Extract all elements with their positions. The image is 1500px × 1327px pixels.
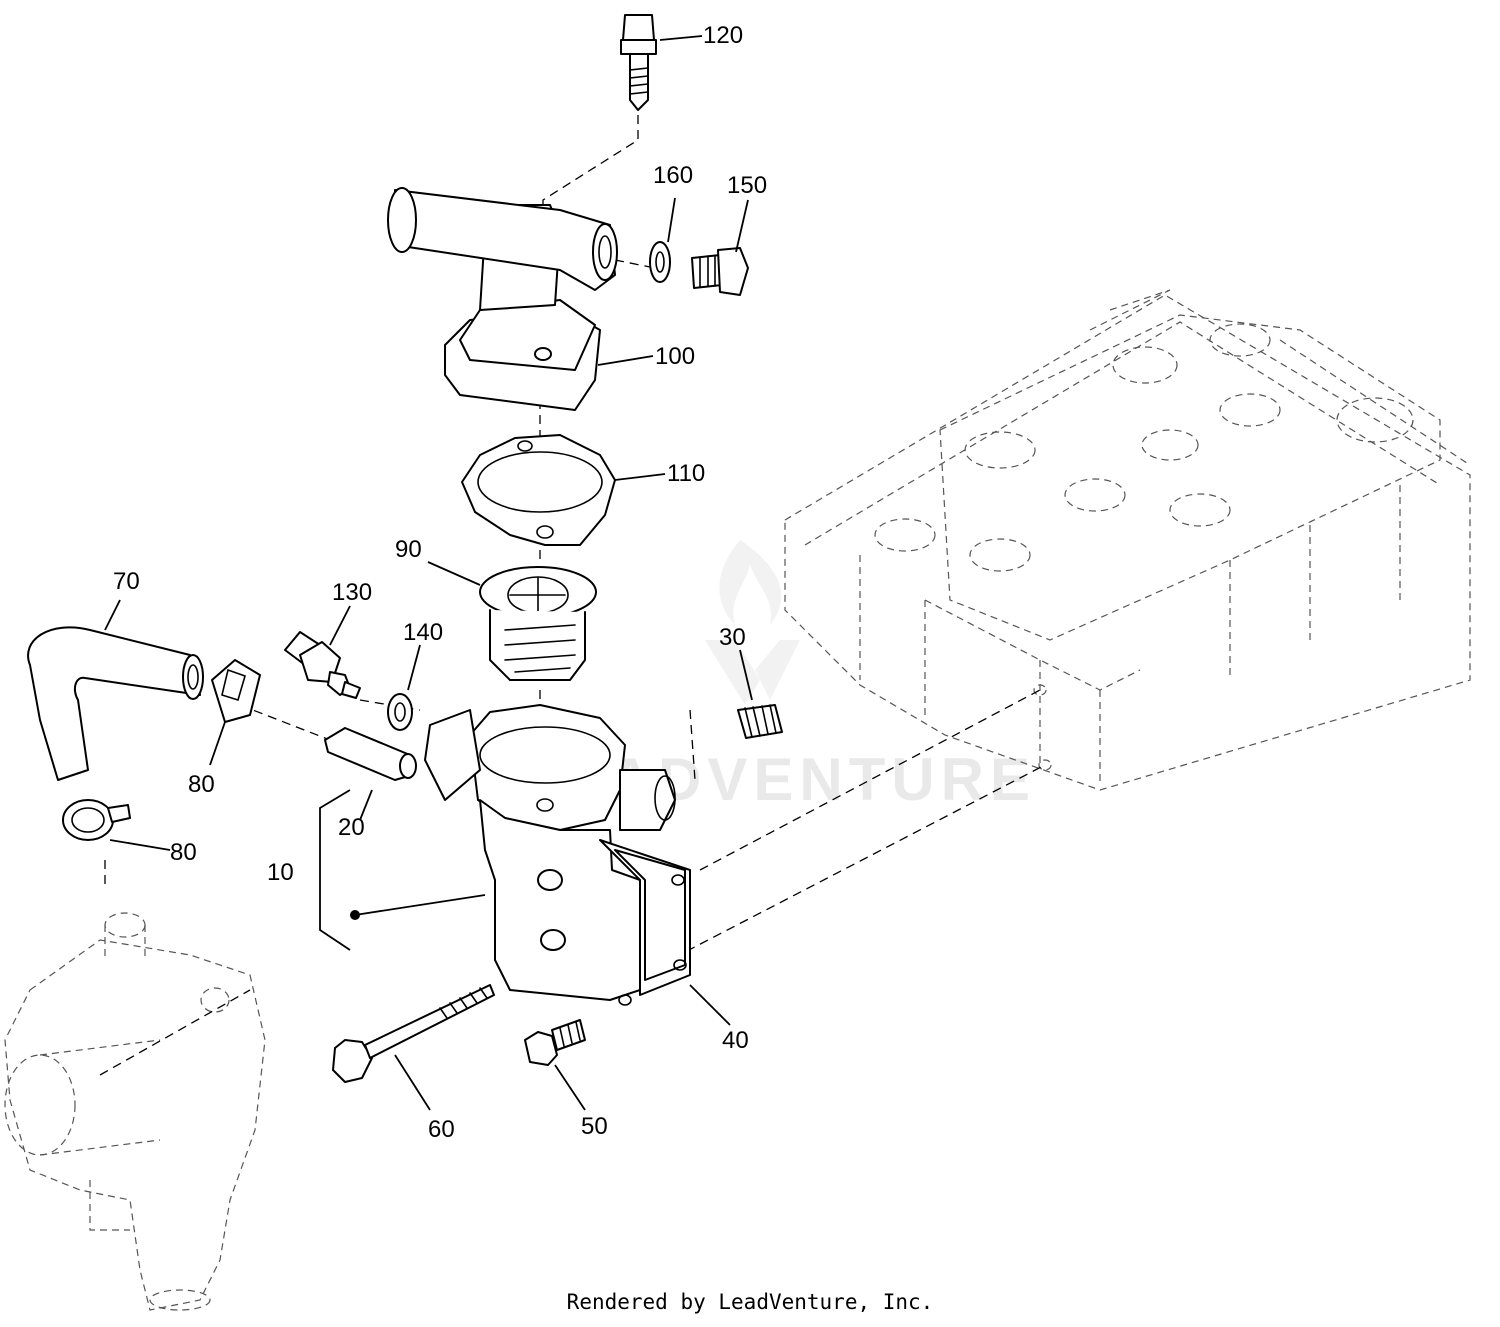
callout-40[interactable]: 40	[722, 1027, 749, 1054]
part-150-plug[interactable]	[691, 247, 749, 296]
callout-130[interactable]: 130	[332, 579, 372, 606]
callout-80-lower[interactable]: 80	[170, 839, 197, 866]
callout-140[interactable]: 140	[403, 619, 443, 646]
part-120-bolt[interactable]	[620, 14, 657, 111]
leadventure-watermark-logo	[705, 540, 800, 705]
part-60-bolt[interactable]	[332, 984, 495, 1083]
water-pump-phantom	[4, 912, 266, 1311]
callout-120[interactable]: 120	[703, 22, 743, 49]
part-20-pipe[interactable]	[324, 727, 417, 781]
part-80-clamp-upper[interactable]	[211, 659, 261, 723]
part-30-plug[interactable]	[737, 704, 783, 739]
part-110-gasket[interactable]	[461, 434, 616, 546]
callout-10[interactable]: 10	[267, 859, 294, 886]
part-100-thermostat-cover[interactable]	[387, 187, 618, 411]
callout-20[interactable]: 20	[338, 814, 365, 841]
footer-credit: Rendered by LeadVenture, Inc.	[566, 1290, 934, 1314]
part-70-hose[interactable]	[27, 626, 204, 781]
part-80-clamp-lower[interactable]	[62, 799, 131, 841]
callout-60[interactable]: 60	[428, 1116, 455, 1143]
part-50-bolt[interactable]	[524, 1019, 586, 1066]
callout-70[interactable]: 70	[113, 568, 140, 595]
housing-assembly-dot	[350, 910, 360, 920]
callout-100[interactable]: 100	[655, 343, 695, 370]
part-140-washer[interactable]	[387, 693, 413, 731]
assembly-center-lines	[99, 115, 1046, 1076]
part-10-thermostat-housing[interactable]	[424, 704, 691, 1006]
part-160-washer[interactable]	[649, 241, 671, 283]
callout-labels: 120 160 150 100 110 90 70 130 140 30 80 …	[113, 22, 767, 1143]
callout-80-upper[interactable]: 80	[188, 771, 215, 798]
callout-90[interactable]: 90	[395, 536, 422, 563]
callout-160[interactable]: 160	[653, 162, 693, 189]
callout-30[interactable]: 30	[719, 624, 746, 651]
part-90-thermostat[interactable]	[479, 566, 597, 681]
callout-50[interactable]: 50	[581, 1113, 608, 1140]
callout-150[interactable]: 150	[727, 172, 767, 199]
part-130-temperature-sensor[interactable]	[284, 631, 361, 699]
leader-lines	[104, 35, 753, 1111]
engine-block-phantom	[784, 289, 1471, 791]
callout-110[interactable]: 110	[667, 460, 705, 487]
